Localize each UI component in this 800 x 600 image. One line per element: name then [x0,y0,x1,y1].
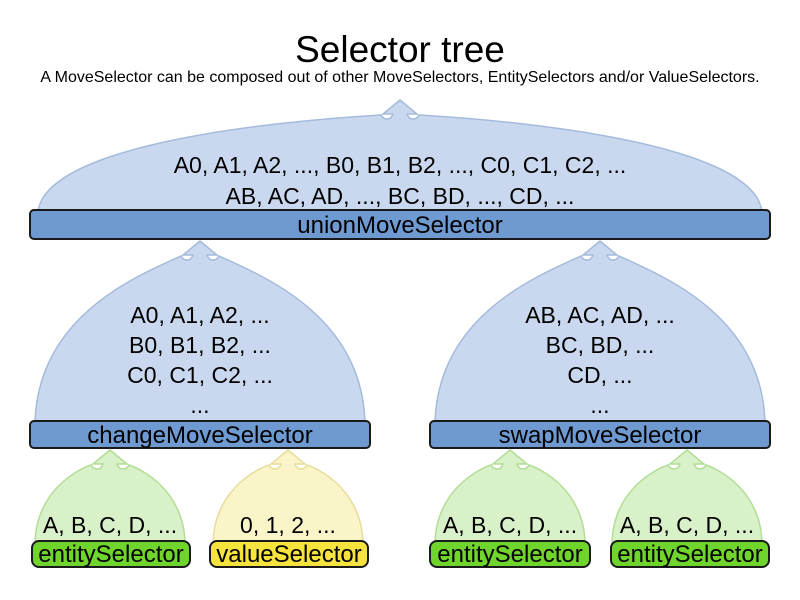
union-move-selector-label: unionMoveSelector [297,212,502,239]
entity-selector-label-2: entitySelector [437,541,582,568]
change-output-line4: ... [190,392,209,418]
entity2-items: A, B, C, D, ... [443,512,577,538]
change-output-line2: B0, B1, B2, ... [129,332,271,358]
change-move-selector-bar [29,420,371,449]
entity-selector-bar-3 [610,540,770,568]
swap-output-line1: AB, AC, AD, ... [525,302,675,328]
entity1-items: A, B, C, D, ... [43,512,177,538]
entity3-items: A, B, C, D, ... [620,512,754,538]
value-selector-bar [209,540,369,568]
value-selector-label: valueSelector [216,541,361,568]
swap-move-selector-bar [429,420,771,449]
swap-output-line2: BC, BD, ... [546,332,655,358]
value1-items: 0, 1, 2, ... [240,512,336,538]
entity-selector-bar-1 [31,540,191,568]
change-move-selector-label: changeMoveSelector [87,422,312,449]
union-output-line1: A0, A1, A2, ..., B0, B1, B2, ..., C0, C1… [174,152,627,178]
change-output-line3: C0, C1, C2, ... [127,362,273,388]
union-move-selector-bar [29,209,771,240]
entity-selector-label-1: entitySelector [38,541,183,568]
entity-selector-bar-2 [429,540,591,568]
entity-selector-label-3: entitySelector [617,541,762,568]
swap-output-line4: ... [590,392,609,418]
change-output-line1: A0, A1, A2, ... [130,302,269,328]
union-output-line2: AB, AC, AD, ..., BC, BD, ..., CD, ... [226,183,575,209]
swap-move-selector-label: swapMoveSelector [499,422,702,449]
diagram-title: Selector tree [295,29,505,70]
diagram-subtitle: A MoveSelector can be composed out of ot… [40,69,759,86]
swap-output-line3: CD, ... [567,362,632,388]
